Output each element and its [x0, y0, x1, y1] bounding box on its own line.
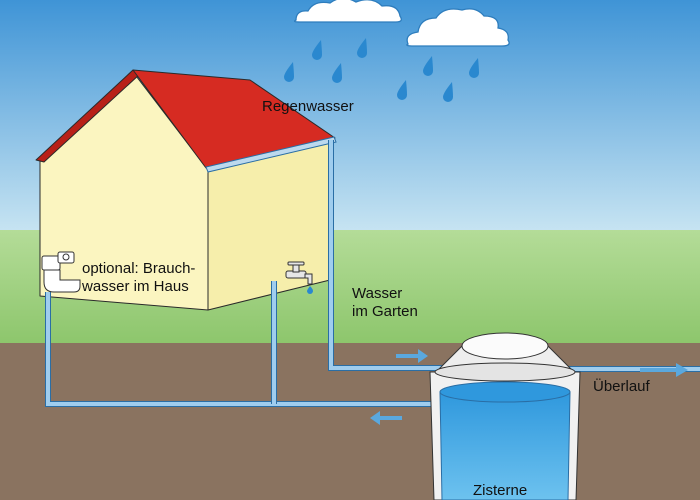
raindrop-icon	[423, 56, 433, 76]
supply-pipes	[45, 281, 438, 407]
raindrop-icon	[332, 63, 342, 83]
label-rainwater: Regenwasser	[262, 98, 354, 115]
raindrop-icon	[284, 62, 294, 82]
label-garden-line-1: Wasser	[352, 285, 403, 302]
label-household-water: optional: Brauch- wasser im Haus	[82, 260, 195, 296]
flow-arrow-from-cistern	[370, 411, 402, 425]
raindrop-icon	[397, 80, 407, 100]
label-overflow: Überlauf	[593, 378, 650, 395]
raindrop-icon	[357, 38, 367, 58]
gutter-pipe	[205, 136, 448, 371]
garden-tap-icon	[285, 261, 313, 294]
label-household-line-1: optional: Brauch-	[82, 260, 196, 277]
cloud-icon	[406, 8, 510, 47]
raindrop-icon	[469, 58, 479, 78]
label-cistern: Zisterne	[473, 482, 528, 499]
label-household-line-2: wasser im Haus	[82, 278, 189, 295]
label-garden-line-2: im Garten	[352, 303, 418, 320]
raindrop-icon	[443, 82, 453, 102]
label-garden-water: Wasser im Garten	[352, 285, 418, 321]
flow-arrow-into-cistern	[396, 349, 428, 363]
flow-arrow-overflow	[640, 363, 688, 377]
roof	[132, 69, 336, 169]
cloud-icon	[294, 0, 402, 23]
toilet-icon	[41, 251, 81, 293]
cistern-water	[439, 381, 571, 500]
raindrop-icon	[312, 40, 322, 60]
